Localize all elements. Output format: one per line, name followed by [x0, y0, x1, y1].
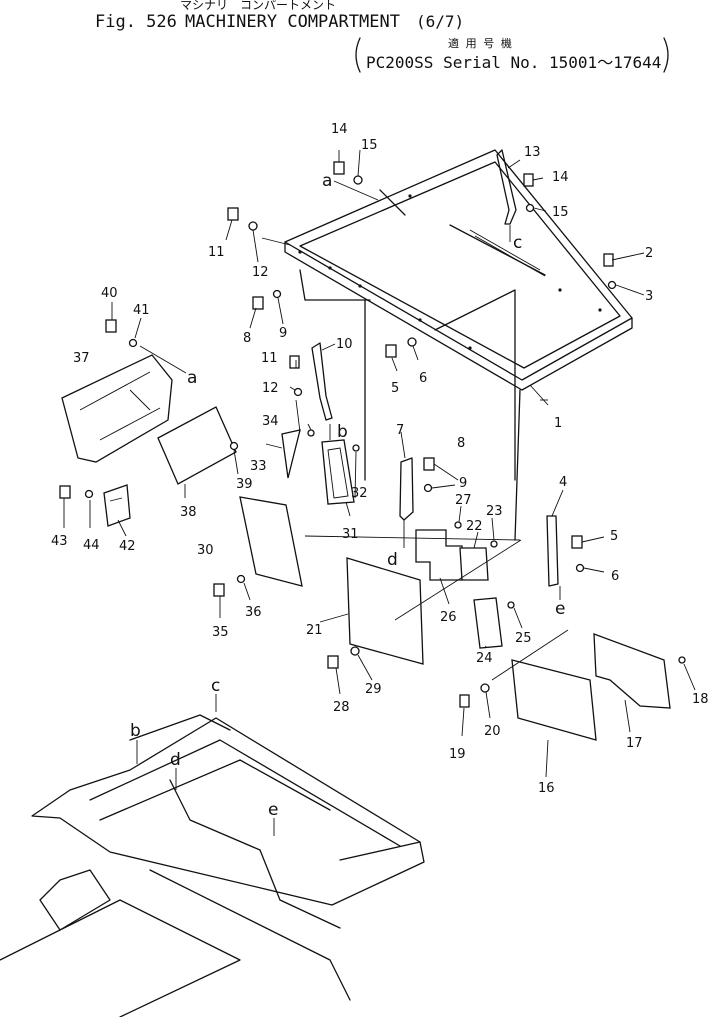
ref-b-frame: b	[337, 422, 348, 442]
bracket-4	[546, 515, 559, 587]
callout-15a: 15	[361, 138, 378, 153]
callout-39: 39	[236, 477, 253, 492]
callout-29: 29	[365, 682, 382, 697]
serial-close-paren	[663, 37, 669, 73]
callout-16: 16	[538, 781, 555, 796]
callout-30: 30	[197, 543, 214, 558]
callout-5a: 5	[391, 381, 399, 396]
callout-10: 10	[336, 337, 353, 352]
ref-d-base: d	[170, 750, 181, 770]
callout-6a: 6	[419, 371, 427, 386]
callout-31: 31	[342, 527, 359, 542]
callout-36: 36	[245, 605, 262, 620]
callout-11b: 11	[261, 351, 278, 366]
cover-37	[61, 354, 173, 463]
figure-number: Fig. 526	[95, 12, 177, 32]
callout-3: 3	[645, 289, 653, 304]
callout-43: 43	[51, 534, 68, 549]
ref-e-base: e	[268, 800, 278, 820]
callout-8a: 8	[243, 331, 251, 346]
callout-4: 4	[559, 475, 567, 490]
ref-a-cover: a	[187, 368, 197, 388]
callout-5b: 5	[610, 529, 618, 544]
callout-11a: 11	[208, 245, 225, 260]
callout-15b: 15	[552, 205, 569, 220]
ref-a-frame: a	[322, 171, 332, 191]
callout-24: 24	[476, 651, 493, 666]
stay-7	[399, 457, 414, 521]
callout-42: 42	[119, 539, 136, 554]
sheet-indicator: (6/7)	[416, 12, 464, 31]
callout-2: 2	[645, 246, 653, 261]
callout-14b: 14	[552, 170, 569, 185]
seal-17	[593, 633, 671, 709]
callout-41: 41	[133, 303, 150, 318]
callout-27: 27	[455, 493, 472, 508]
callout-33: 33	[250, 459, 267, 474]
serial-open-paren	[355, 37, 361, 73]
machinery-compartment-frame	[284, 149, 633, 541]
reference-letters: a a b b c c d d e e	[130, 171, 565, 820]
plate-42	[103, 484, 131, 527]
callout-26: 26	[440, 610, 457, 625]
cover-21	[346, 557, 424, 665]
callout-32: 32	[351, 486, 368, 501]
ref-c-frame: c	[513, 233, 522, 253]
callout-12b: 12	[262, 381, 279, 396]
model-serial-range: PC200SS Serial No. 15001～17644	[366, 53, 661, 72]
ref-b-base: b	[130, 721, 141, 741]
leader-lines	[63, 149, 696, 836]
callout-34: 34	[262, 414, 279, 429]
bracket-13	[496, 149, 517, 225]
callout-12a: 12	[252, 265, 269, 280]
ref-c-base: c	[211, 676, 220, 696]
plate-38	[157, 406, 237, 485]
callout-19: 19	[449, 747, 466, 762]
callout-9a: 9	[279, 326, 287, 341]
callout-8b: 8	[457, 436, 465, 451]
cover-16	[511, 659, 597, 741]
bracket-10	[311, 342, 333, 421]
callout-13: 13	[524, 145, 541, 160]
callout-44: 44	[83, 538, 100, 553]
kana-title: マシナリ コンパートメント	[180, 0, 336, 12]
seal-33	[281, 429, 301, 479]
callout-23: 23	[486, 504, 503, 519]
callout-9b: 9	[459, 476, 467, 491]
machine-base-view	[0, 714, 425, 1017]
ref-d-frame: d	[387, 550, 398, 570]
figure-title: MACHINERY COMPARTMENT	[185, 12, 400, 32]
callout-labels: 1 2 3 4 5 5 6 6 7 8 8 9 9 10 11 11 12 12…	[51, 122, 709, 796]
callout-20: 20	[484, 724, 501, 739]
seal-22	[459, 547, 489, 581]
callout-28: 28	[333, 700, 350, 715]
callout-22: 22	[466, 519, 483, 534]
seal-31	[321, 439, 355, 505]
callout-25: 25	[515, 631, 532, 646]
ref-e-frame: e	[555, 599, 565, 619]
callout-14a: 14	[331, 122, 348, 137]
callout-40: 40	[101, 286, 118, 301]
callout-38: 38	[180, 505, 197, 520]
callout-35: 35	[212, 625, 229, 640]
callout-1: 1	[554, 416, 562, 431]
callout-37: 37	[73, 351, 90, 366]
fasteners	[59, 161, 686, 708]
cover-30	[239, 496, 303, 587]
callout-6b: 6	[611, 569, 619, 584]
seal-26	[415, 529, 463, 581]
applicable-units-label: 適 用 号 機	[448, 36, 512, 50]
callout-21: 21	[306, 623, 323, 638]
seal-24	[473, 597, 503, 649]
callout-17: 17	[626, 736, 643, 751]
callout-7: 7	[396, 423, 404, 438]
callout-18: 18	[692, 692, 709, 707]
